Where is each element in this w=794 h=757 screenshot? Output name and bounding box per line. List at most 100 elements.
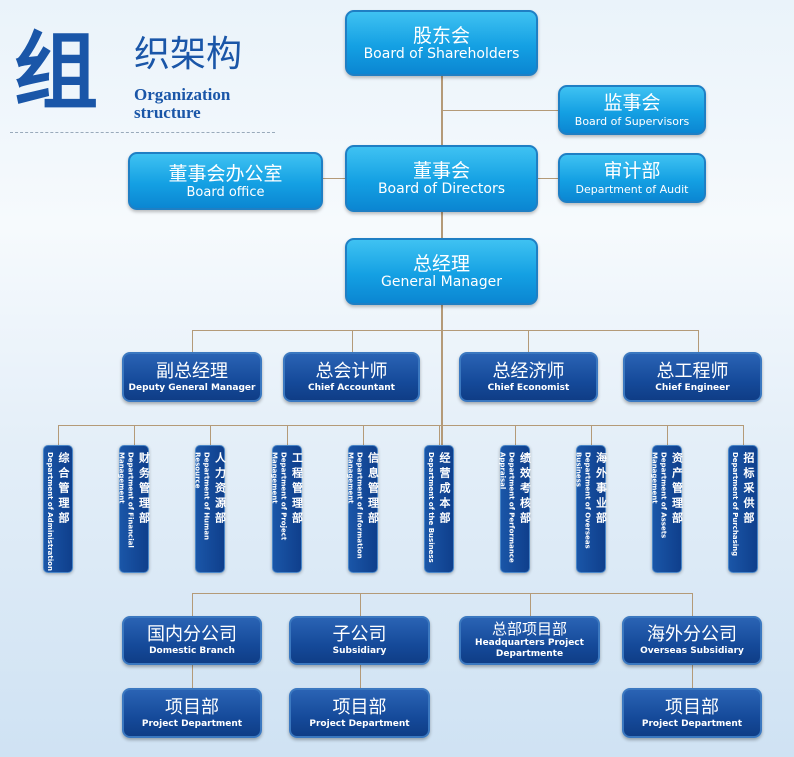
connector: [352, 330, 353, 352]
connector: [530, 593, 531, 616]
connector: [667, 425, 668, 445]
department-name-cn: 海外事业部: [594, 452, 608, 527]
box-title-en: Deputy General Manager: [128, 382, 256, 393]
department-name-cn: 工程管理部: [290, 452, 304, 527]
connector: [58, 425, 743, 426]
department-name-en: Department of Performance Appraisal: [498, 452, 516, 563]
connector: [442, 110, 558, 111]
box-title-en: Domestic Branch: [149, 646, 235, 656]
department-name-cn: 综合管理部: [57, 452, 70, 527]
connector: [210, 425, 211, 445]
box-title-cn: 股东会: [412, 24, 470, 47]
connector: [363, 425, 364, 445]
box-title-cn: 海外分公司: [647, 624, 737, 645]
box-title-cn: 项目部: [665, 696, 719, 718]
connector: [515, 425, 516, 445]
page-title: 织架构: [134, 34, 243, 75]
department-name-en: Department of Human Resource: [193, 452, 211, 541]
connector: [134, 425, 135, 445]
subtitle-line-1: Organization: [134, 85, 231, 104]
box-title-en: General Manager: [381, 274, 502, 290]
box-title-en: Board of Supervisors: [574, 114, 690, 128]
box-title-cn: 审计部: [603, 159, 661, 182]
connector: [698, 330, 699, 352]
box-title-en: Chief Economist: [487, 382, 570, 393]
connector: [743, 425, 744, 445]
connector: [441, 305, 443, 445]
logo-character: 组: [14, 22, 99, 121]
department-name-en: Department of Administration: [46, 452, 54, 571]
box-title-cn: 国内分公司: [147, 624, 237, 645]
box-title-cn: 总经理: [412, 253, 470, 275]
box-title-en: Board of Shareholders: [363, 45, 520, 62]
connector: [528, 330, 529, 352]
box-title-cn: 董事会: [412, 160, 470, 182]
department-name-en: Department of Purchasing: [731, 452, 739, 557]
box-title-cn: 总经济师: [492, 360, 565, 382]
department-name-en: Department of the Business: [427, 452, 435, 563]
box-title-cn: 子公司: [332, 624, 387, 645]
box-title-cn: 总工程师: [656, 360, 729, 382]
department-name-en: Department of Assets Management: [650, 452, 668, 539]
connector: [192, 593, 692, 594]
department-name-en: Department of Project Management: [270, 452, 288, 541]
department-name-en: Department of Information Management: [346, 452, 364, 559]
connector: [439, 425, 440, 445]
department-name-cn: 人力资源部: [213, 452, 227, 527]
connector: [192, 330, 193, 352]
box-title-en: Headquarters Project Departmente: [475, 638, 584, 659]
box-title-en: Chief Engineer: [655, 382, 730, 393]
connector: [58, 425, 59, 445]
box-title-en: Department of Audit: [575, 182, 689, 196]
department-name-cn: 资产管理部: [670, 452, 684, 527]
department-name-en: Department of Overseas Business: [574, 452, 592, 549]
department-name-cn: 信息管理部: [366, 452, 380, 527]
box-title-en: Board of Directors: [377, 181, 506, 197]
department-name-cn: 绩效考核部: [518, 452, 532, 527]
department-name-en: Department of Financial Management: [117, 452, 135, 548]
box-title-cn: 董事会办公室: [168, 162, 283, 185]
box-title-en: Subsidiary: [332, 646, 387, 656]
box-title-en: Project Department: [141, 718, 243, 729]
box-title-en: Chief Accountant: [308, 382, 395, 393]
department-name-cn: 财务管理部: [137, 452, 151, 527]
divider: [10, 132, 275, 133]
box-title-cn: 总部项目部: [491, 620, 567, 638]
department-name-cn: 招标采供部: [742, 452, 755, 527]
box-title-cn: 项目部: [332, 696, 387, 718]
connector: [192, 330, 698, 331]
box-title-cn: 副总经理: [156, 360, 228, 382]
box-title-cn: 监事会: [603, 91, 661, 114]
box-title-en: Project Department: [309, 718, 410, 729]
box-title-cn: 总会计师: [315, 360, 388, 382]
box-title-en: Board office: [186, 184, 265, 200]
connector: [287, 425, 288, 445]
subtitle-line-2: structure: [134, 103, 201, 122]
box-title-en: Project Department: [641, 718, 743, 729]
